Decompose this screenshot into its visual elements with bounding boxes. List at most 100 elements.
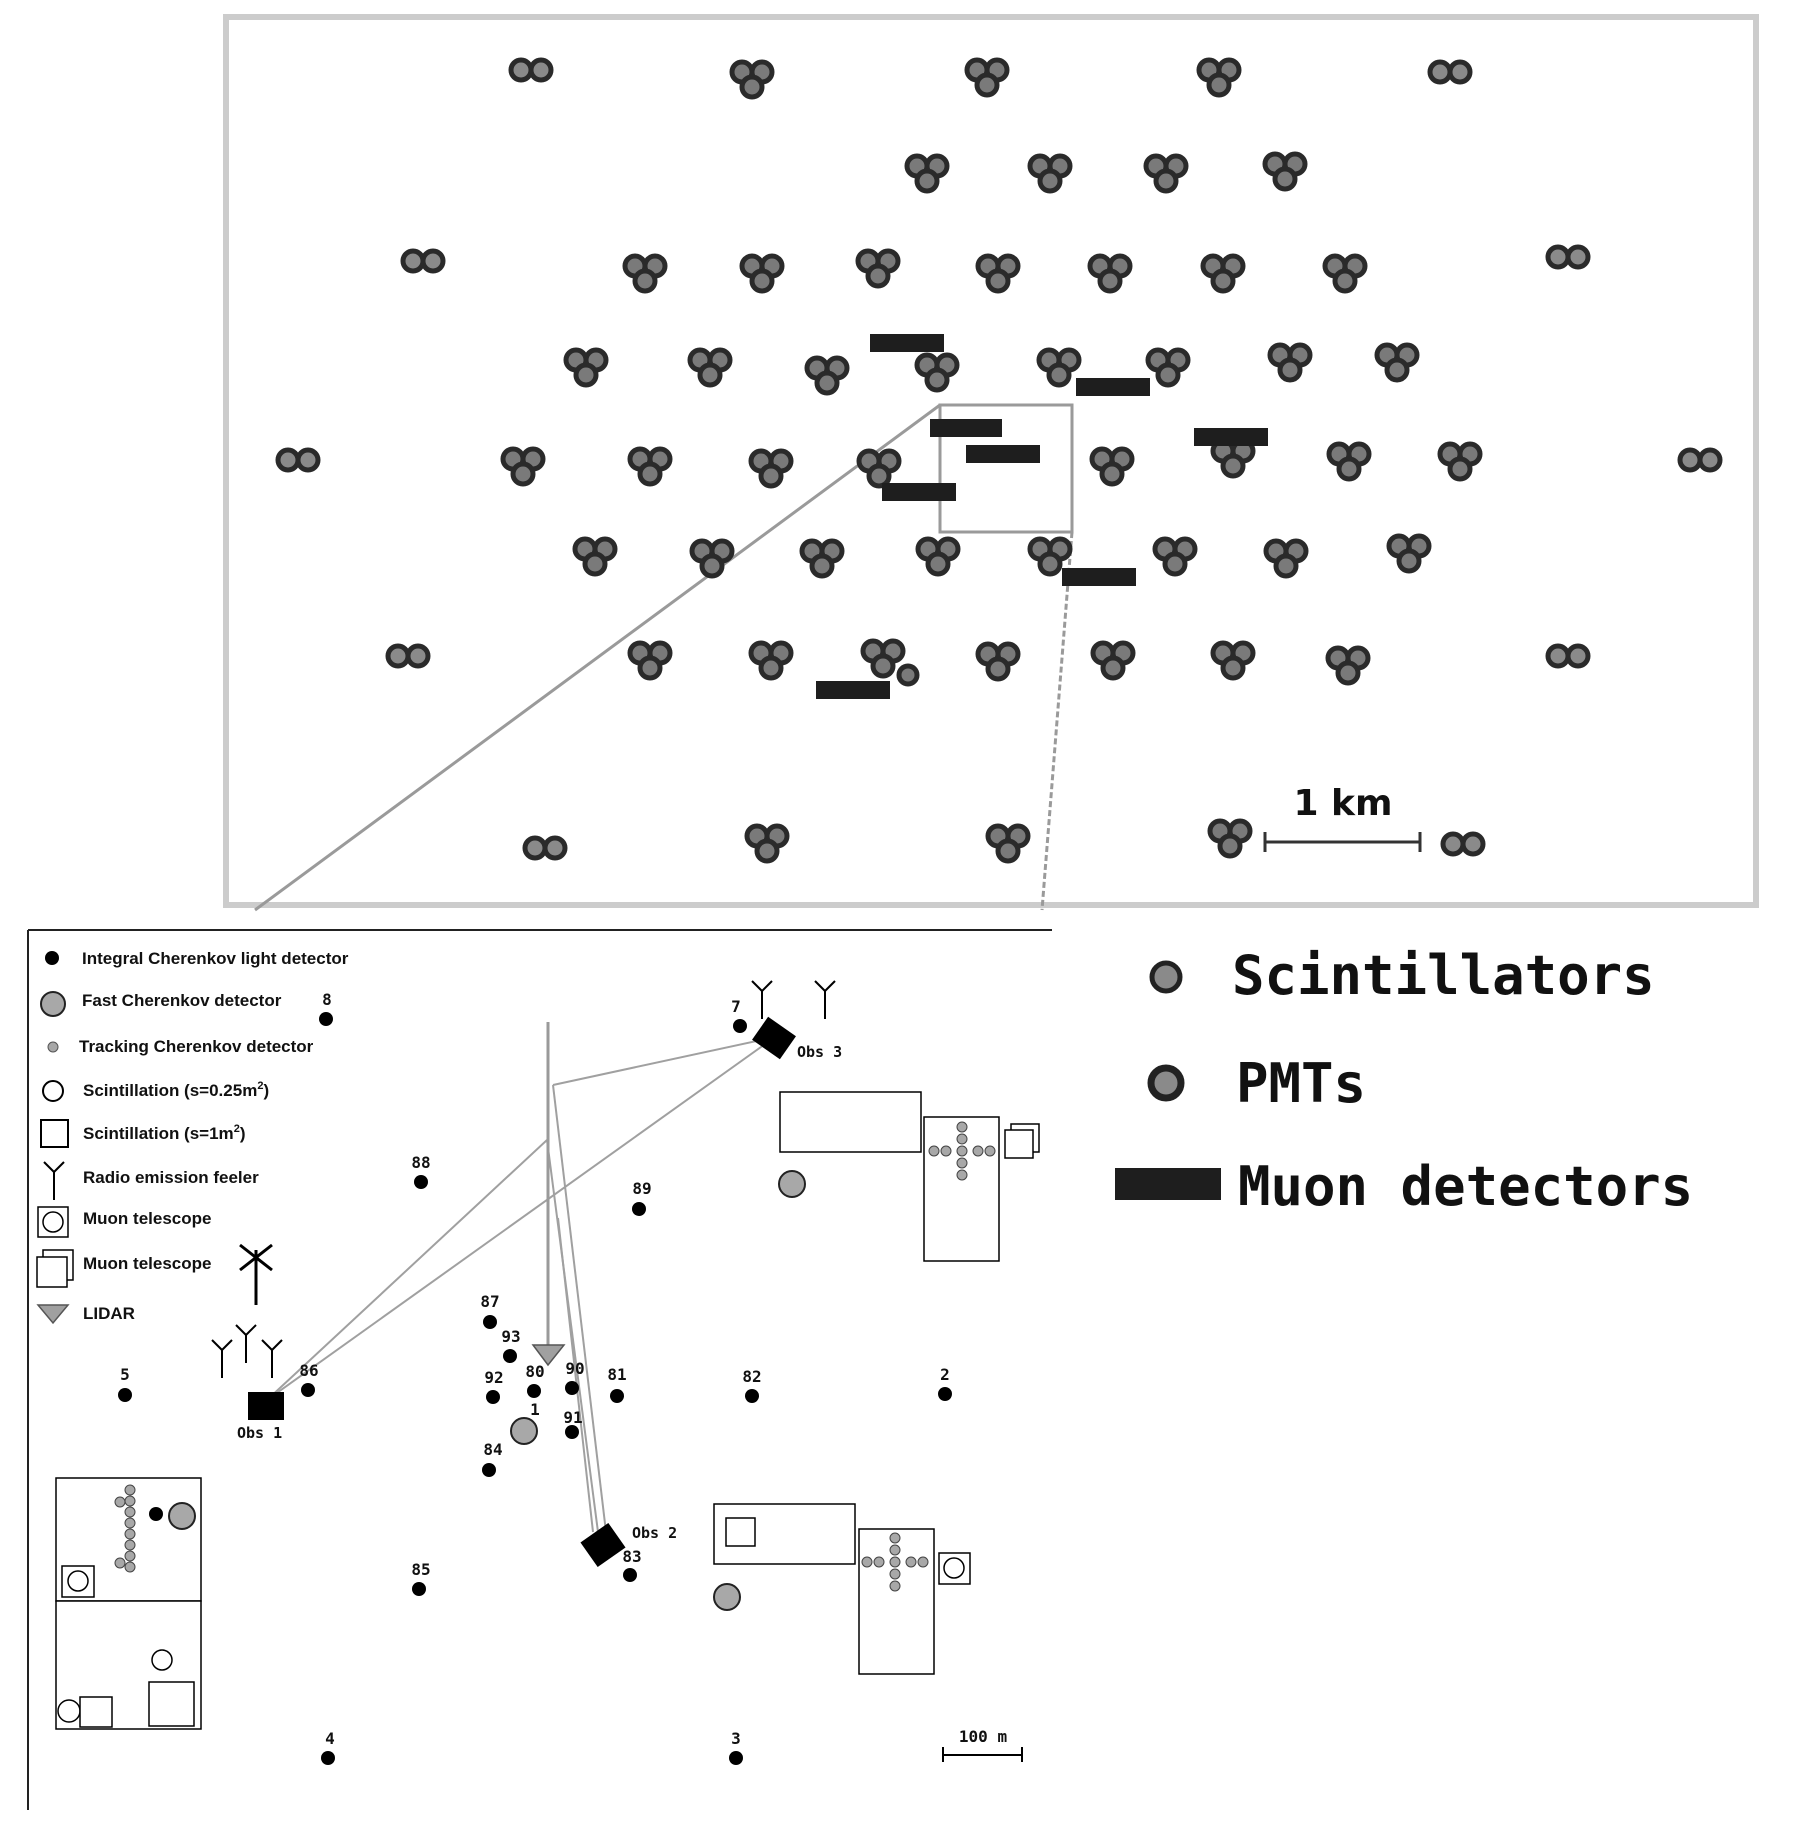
fast-detector-left bbox=[168, 1502, 196, 1530]
legend-muon-telescope-2: Muon telescope bbox=[83, 1254, 211, 1273]
scintillator-triplet bbox=[1213, 643, 1253, 678]
scintillator-single bbox=[896, 663, 920, 687]
obs2-label: Obs 2 bbox=[632, 1524, 677, 1542]
scintillator-triplet bbox=[1377, 345, 1417, 380]
muon-detector bbox=[930, 419, 1002, 437]
lidar bbox=[531, 1344, 566, 1367]
top-scale-bar: 1 km bbox=[1263, 783, 1422, 852]
scintillator-triplet bbox=[1325, 256, 1365, 291]
muon-detector bbox=[966, 445, 1040, 463]
scintillator-triplet bbox=[807, 358, 847, 393]
obs3-label: Obs 3 bbox=[797, 1043, 842, 1061]
pmt-legend-icon bbox=[1147, 1064, 1185, 1102]
detector-cluster-group bbox=[278, 60, 1720, 861]
scintillator-triplet bbox=[1270, 345, 1310, 380]
scintillator-triplet bbox=[1093, 643, 1133, 678]
station-label-93: 93 bbox=[501, 1327, 520, 1346]
station-3 bbox=[729, 1751, 743, 1765]
muon-detector-legend-icon bbox=[1115, 1168, 1221, 1200]
station-84 bbox=[482, 1463, 496, 1477]
obs1-label: Obs 1 bbox=[237, 1424, 282, 1442]
station-label-88: 88 bbox=[411, 1153, 430, 1172]
station-86 bbox=[301, 1383, 315, 1397]
radio-antenna-icon bbox=[239, 1243, 273, 1305]
station-81 bbox=[610, 1389, 624, 1403]
radio-feeler-icon bbox=[43, 1161, 65, 1201]
scintillator-triplet bbox=[858, 251, 898, 286]
scintillator-triplet bbox=[732, 62, 772, 97]
radio-feeler-icon bbox=[211, 1339, 233, 1379]
scintillator-triplet bbox=[1199, 60, 1239, 95]
scintillator-triplet bbox=[1039, 350, 1079, 385]
bottom-map: Integral Cherenkov light detector Fast C… bbox=[27, 929, 1052, 1810]
scintillator-triplet bbox=[630, 449, 670, 484]
scintillator-triplet bbox=[1210, 821, 1250, 856]
scintillator-triplet bbox=[747, 826, 787, 861]
station-5 bbox=[118, 1388, 132, 1402]
tracking-cross-obs2 bbox=[861, 1532, 929, 1592]
station-label-8: 8 bbox=[322, 990, 332, 1009]
station-label-84: 84 bbox=[483, 1440, 502, 1459]
integral-detector-icon bbox=[45, 951, 59, 965]
scintillator-triplet bbox=[1203, 256, 1243, 291]
station-label-91: 91 bbox=[563, 1408, 582, 1427]
scintillator-pair bbox=[278, 450, 318, 470]
building-group-obs3 bbox=[779, 1091, 1040, 1262]
scintillator-triplet bbox=[1329, 444, 1369, 479]
muon-detector bbox=[882, 483, 956, 501]
scintillator-triplet bbox=[918, 539, 958, 574]
scintillator-triplet bbox=[692, 541, 732, 576]
station-83 bbox=[623, 1568, 637, 1582]
station-label-2: 2 bbox=[940, 1365, 950, 1384]
scintillator-triplet bbox=[1266, 541, 1306, 576]
scintillator-pair bbox=[403, 251, 443, 271]
scintillator-triplet bbox=[978, 644, 1018, 679]
top-map-frame bbox=[223, 14, 1759, 908]
radio-feeler-icon bbox=[814, 980, 836, 1020]
legend-muon-detectors: Muon detectors bbox=[1238, 1155, 1693, 1218]
radio-feeler-icon bbox=[751, 980, 773, 1020]
scintillator-triplet bbox=[575, 539, 615, 574]
station-4 bbox=[321, 1751, 335, 1765]
bottom-legend: Integral Cherenkov light detector Fast C… bbox=[36, 949, 349, 1325]
scintillator-triplet bbox=[1155, 539, 1195, 574]
scintillator-triplet bbox=[978, 256, 1018, 291]
scintillator-triplet bbox=[1265, 154, 1305, 189]
scintillator-triplet bbox=[751, 451, 791, 486]
station-7 bbox=[733, 1019, 747, 1033]
legend-radio: Radio emission feeler bbox=[83, 1168, 259, 1187]
legend-scint-small: Scintillation (s=0.25m2) bbox=[83, 1080, 269, 1100]
bottom-scale-bar: 100 m bbox=[942, 1727, 1023, 1762]
scintillator-triplet bbox=[625, 256, 665, 291]
muon-telescope-icon bbox=[37, 1206, 69, 1238]
scintillator-triplet bbox=[1440, 444, 1480, 479]
legend-lidar: LIDAR bbox=[83, 1304, 135, 1323]
building-group-obs2 bbox=[713, 1503, 971, 1675]
station-label-85: 85 bbox=[411, 1560, 430, 1579]
station-label-81: 81 bbox=[607, 1365, 626, 1384]
fast-detector bbox=[778, 1170, 806, 1198]
station-label-1: 1 bbox=[530, 1400, 540, 1419]
station-92 bbox=[486, 1390, 500, 1404]
station-88 bbox=[414, 1175, 428, 1189]
scintillator-triplet bbox=[1213, 441, 1253, 476]
zoom-box bbox=[938, 403, 1074, 534]
fast-detector-icon bbox=[40, 991, 66, 1017]
top-scale-label: 1 km bbox=[1293, 783, 1392, 824]
station-label-3: 3 bbox=[731, 1729, 741, 1748]
tracking-column-left bbox=[114, 1484, 136, 1573]
observatory-obs2: Obs 2 bbox=[580, 1522, 677, 1568]
station-labels: 8 88 89 87 93 5 86 92 80 90 81 82 2 1 91… bbox=[120, 990, 950, 1748]
scintillator-pair bbox=[1443, 834, 1483, 854]
radio-feeler-icon bbox=[261, 1339, 283, 1379]
scintillator-pair bbox=[511, 60, 551, 80]
station-label-92: 92 bbox=[484, 1368, 503, 1387]
legend-scintillators: Scintillators bbox=[1232, 944, 1655, 1007]
scintillator-triplet bbox=[988, 826, 1028, 861]
muon-detector bbox=[1062, 568, 1136, 586]
scintillator-triplet bbox=[907, 156, 947, 191]
fast-cherenkov-detectors bbox=[510, 1170, 806, 1611]
station-label-4: 4 bbox=[325, 1729, 335, 1748]
scintillator-triplet bbox=[802, 541, 842, 576]
scintillator-triplet bbox=[503, 449, 543, 484]
